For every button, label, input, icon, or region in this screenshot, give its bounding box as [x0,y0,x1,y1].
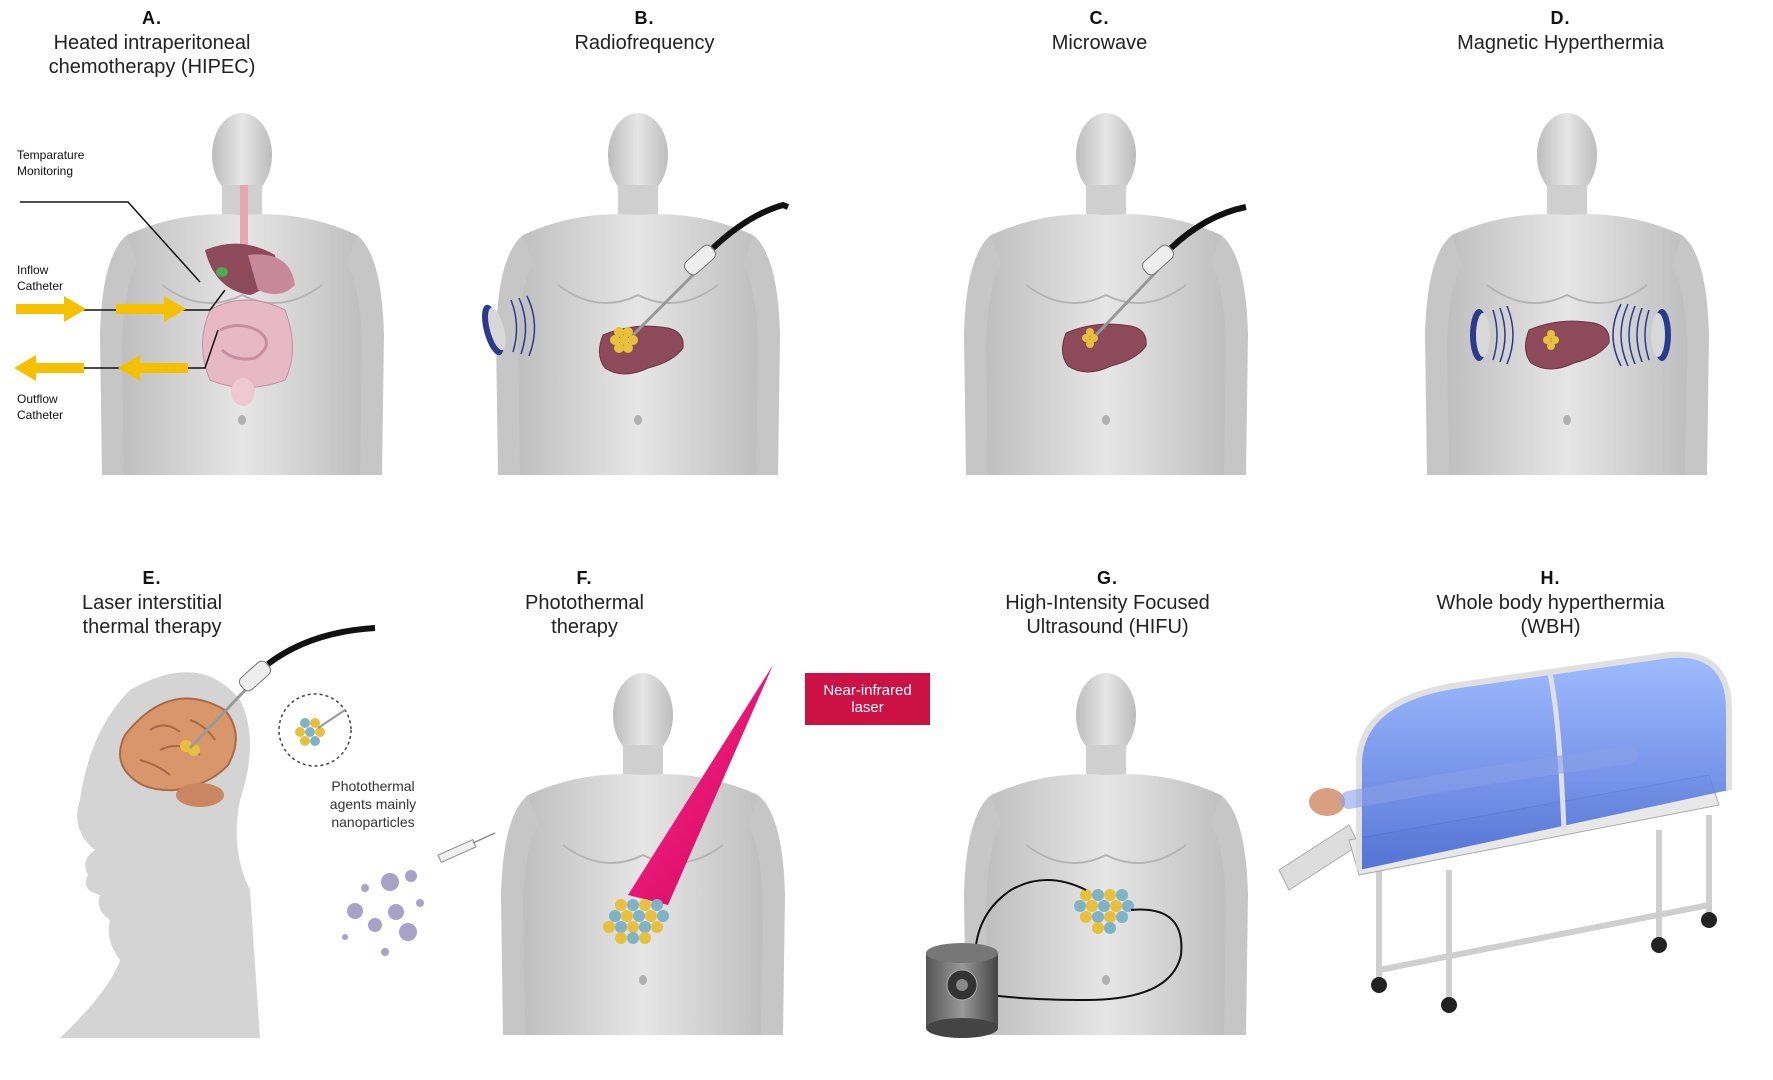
panel-b: B. Radiofrequency [443,0,886,520]
panel-title-line1: High-Intensity Focused [1005,592,1210,614]
panel-h: H. Whole body hyperthermia (WBH) [1278,560,1772,1080]
panel-c: C. Microwave [886,0,1329,520]
temperature-label-line1: Temparature [17,148,85,162]
panel-title-line2: Ultrasound (HIFU) [1026,616,1189,638]
inflow-label-line2: Catheter [17,279,64,293]
panel-letter: H. [1540,568,1561,588]
photothermal-agents-label-line3: nanoparticles [331,814,415,830]
panel-title-line1: Whole body hyperthermia [1436,592,1665,614]
nir-label-line2: laser [851,699,884,716]
outflow-label-line1: Outflow [17,392,58,406]
panel-title-line1: Photothermal [525,592,644,614]
panel-d: D. Magnetic Hyperthermia [1329,0,1772,520]
nir-label-line1: Near-infrared [823,682,912,699]
panel-title-line2: chemotherapy (HIPEC) [48,56,256,78]
panel-title: Microwave [1051,32,1148,54]
panel-letter: G. [1096,568,1118,588]
outflow-label-line2: Catheter [17,408,64,422]
photothermal-figure [342,665,786,1036]
panel-title: Magnetic Hyperthermia [1457,32,1664,54]
panel-title-line2: thermal therapy [82,616,222,638]
panel-letter: D. [1550,8,1571,28]
microwave-figure [963,112,1249,476]
panel-title-line1: Heated intraperitoneal [53,32,251,54]
panel-title: Radiofrequency [574,32,715,54]
radiofrequency-figure [477,112,790,476]
whole-body-hyperthermia-figure [1278,651,1732,1013]
panel-g: G. High-Intensity Focused Ultrasound (HI… [886,560,1329,1080]
hipec-figure [14,112,385,476]
panel-letter: F. [576,568,593,588]
inflow-label-line1: Inflow [17,263,49,277]
laser-interstitial-figure [60,625,376,1038]
panel-letter: C. [1089,8,1110,28]
temperature-label-line2: Monitoring [17,164,74,178]
panel-e: E. Laser interstitial thermal therapy [0,560,443,1080]
photothermal-agents-label-line2: agents mainly [329,796,417,812]
magnetic-hyperthermia-figure [1424,112,1710,476]
panel-title-line2: (WBH) [1520,616,1581,638]
panel-f: F. Photothermal therapy Photothermal age… [330,560,886,1080]
panel-letter: B. [634,8,655,28]
panel-letter: A. [142,8,162,28]
photothermal-agents-label-line1: Photothermal [331,778,415,794]
panel-title-line2: therapy [551,616,618,638]
panel-title-line1: Laser interstitial [81,592,223,614]
panel-a: A. Heated intraperitoneal chemotherapy (… [0,0,443,520]
hifu-figure [926,672,1249,1038]
near-infrared-laser-label: Near-infrared laser [805,673,930,725]
panel-letter: E. [142,568,162,588]
